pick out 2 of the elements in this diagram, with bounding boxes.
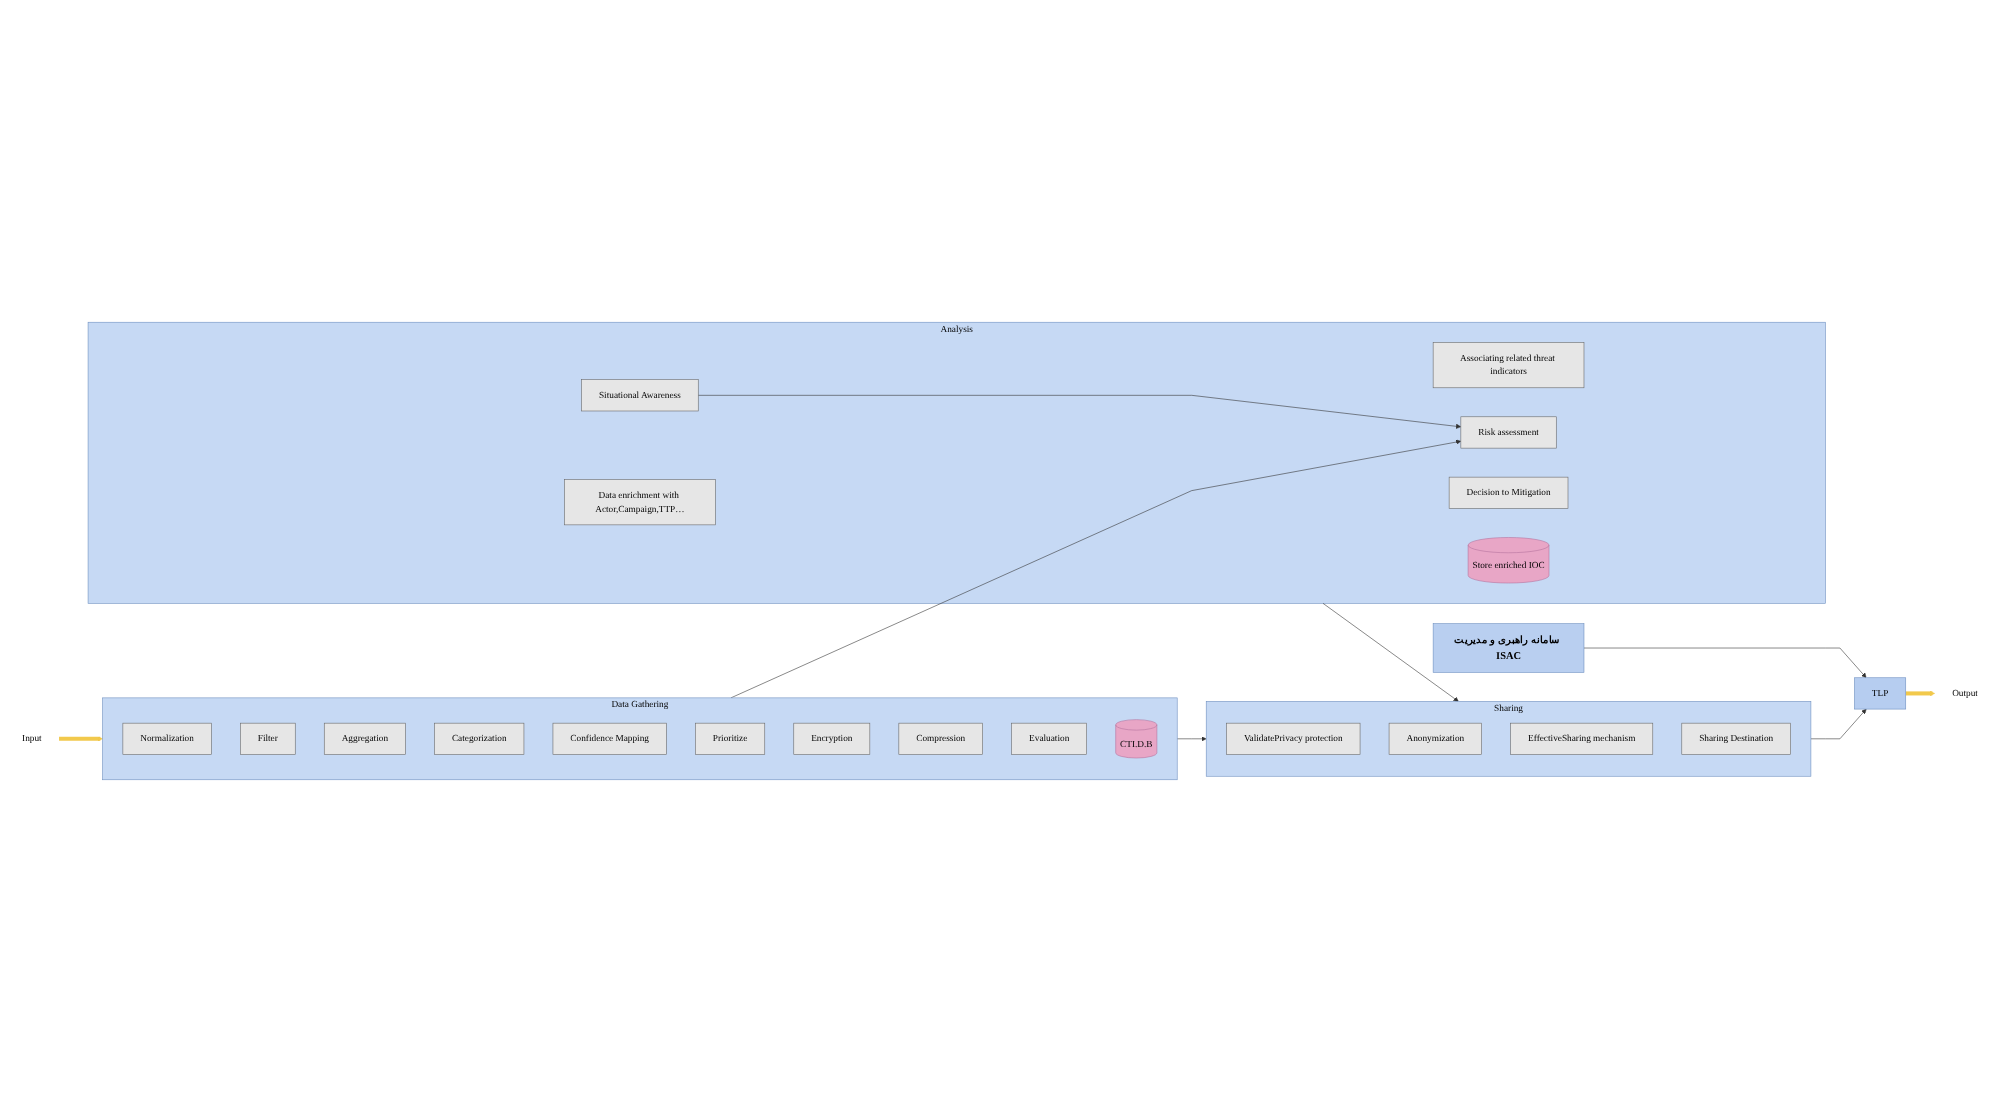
arrow bbox=[1905, 690, 1935, 696]
arrow bbox=[59, 736, 103, 742]
